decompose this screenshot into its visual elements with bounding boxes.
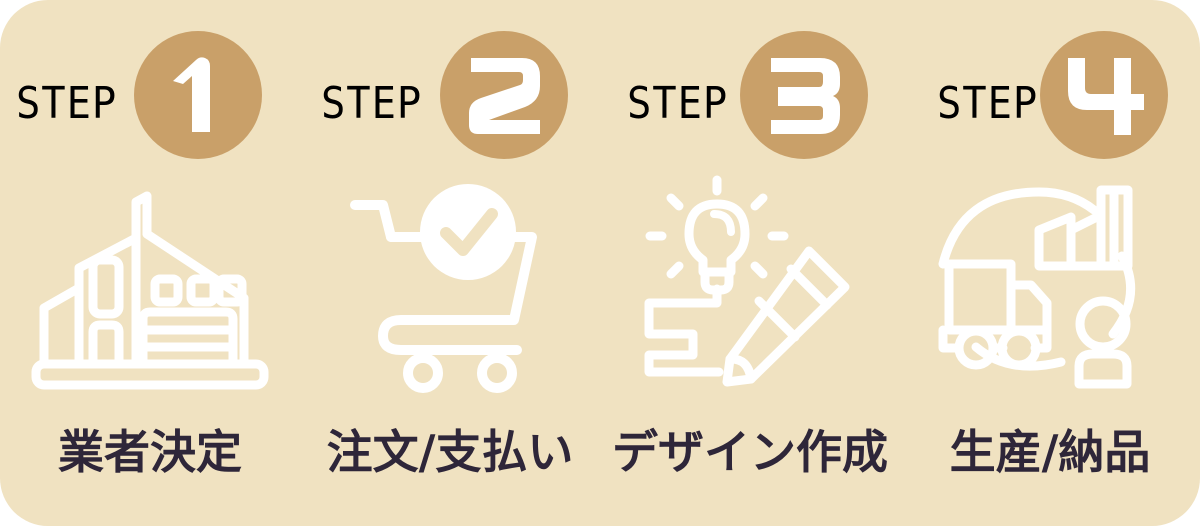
- step-card-3[interactable]: STEP: [600, 0, 900, 526]
- step-4-label: 生産/納品: [949, 425, 1151, 479]
- step-4-number-circle: [1040, 31, 1168, 159]
- step-3-header: STEP: [600, 24, 900, 166]
- step-1-word: STEP: [16, 78, 118, 129]
- step-3-icon: [600, 168, 900, 398]
- step-1-number-circle: [134, 31, 262, 159]
- step-1-header: STEP: [0, 24, 300, 166]
- step-3-label: デザイン作成: [612, 425, 888, 479]
- step-4-icon: [900, 168, 1200, 398]
- step-2-label: 注文/支払い: [326, 425, 574, 479]
- step-2-header: STEP: [300, 24, 600, 166]
- step-4-word: STEP: [937, 78, 1039, 129]
- step-card-4[interactable]: STEP: [900, 0, 1200, 526]
- step-2-number-circle: [440, 31, 568, 159]
- step-card-2[interactable]: STEP: [300, 0, 600, 526]
- step-1-icon: [0, 168, 300, 398]
- step-2-icon: [300, 168, 600, 398]
- step-2-word: STEP: [321, 78, 423, 129]
- step-card-1[interactable]: STEP: [0, 0, 300, 526]
- step-3-number-circle: [740, 31, 868, 159]
- step-3-word: STEP: [627, 78, 729, 129]
- step-1-label: 業者決定: [58, 425, 242, 479]
- step-4-header: STEP: [900, 24, 1200, 166]
